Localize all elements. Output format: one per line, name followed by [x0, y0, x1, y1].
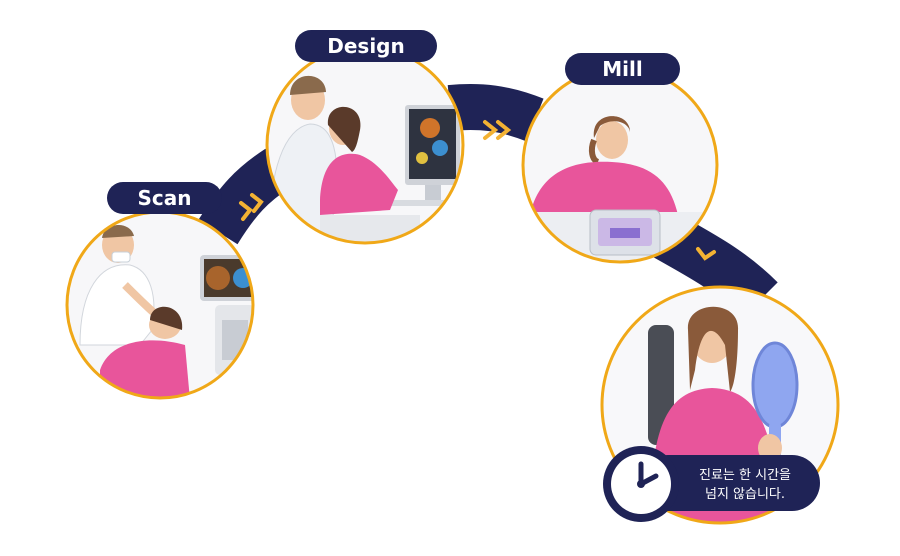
note-line-1: 진료는 한 시간을	[699, 468, 791, 483]
step-label-design: Design	[295, 30, 437, 62]
note-line-2: 넘지 않습니다.	[705, 487, 785, 502]
connector-design-mill	[447, 83, 544, 142]
step-label-text: Scan	[138, 186, 192, 210]
chevron-icon	[239, 193, 264, 221]
chevron-icon	[696, 247, 716, 261]
chevron-icon	[483, 120, 512, 140]
connector-scan-design	[198, 148, 291, 245]
step-mill	[521, 66, 719, 264]
step-label-scan: Scan	[107, 182, 222, 214]
step-design	[265, 45, 465, 245]
woman-at-milling-machine-illustration	[523, 68, 717, 262]
step-label-text: Design	[327, 34, 404, 58]
step-label-mill: Mill	[565, 53, 680, 85]
duration-note: 진료는 한 시간을 넘지 않습니다.	[603, 446, 820, 522]
clock-icon	[603, 446, 679, 522]
step-label-text: Mill	[602, 57, 642, 81]
